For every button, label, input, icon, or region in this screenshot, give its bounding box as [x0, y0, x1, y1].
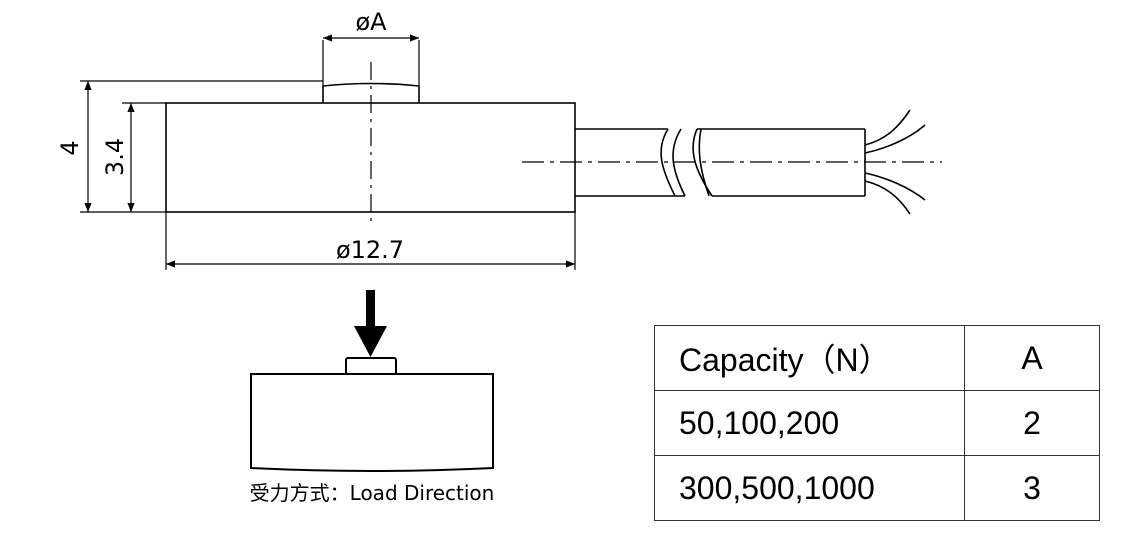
sensor-side-view [165, 62, 942, 222]
cable [575, 128, 866, 197]
table-row: 50,100,200 2 [654, 390, 1100, 456]
capacity-cell: 300,500,1000 [654, 455, 965, 521]
total-height-label: 4 [56, 140, 84, 155]
capacity-table: Capacity（N） A 50,100,200 2 300,500,1000 … [654, 325, 1100, 521]
load-pin [322, 82, 420, 103]
cable-wires [864, 109, 926, 215]
body-diameter-label: ø12.7 [336, 236, 404, 264]
load-arrow-icon [354, 290, 387, 357]
a-value-cell: 2 [964, 390, 1100, 456]
load-direction-illustration: 受力方式：Load Direction [250, 290, 495, 505]
pin-diameter-label: øA [355, 8, 387, 36]
table-row: 300,500,1000 3 [654, 455, 1100, 521]
sensor-simplified-view [250, 357, 494, 472]
a-column-header: A [964, 325, 1100, 391]
dimension-lines [80, 34, 576, 270]
capacity-cell: 50,100,200 [654, 390, 965, 456]
body-height-label: 3.4 [101, 138, 129, 176]
a-value-cell: 3 [964, 455, 1100, 521]
table-header-row: Capacity（N） A [654, 325, 1100, 391]
load-direction-caption: 受力方式：Load Direction [250, 481, 495, 505]
capacity-column-header: Capacity（N） [654, 325, 965, 391]
